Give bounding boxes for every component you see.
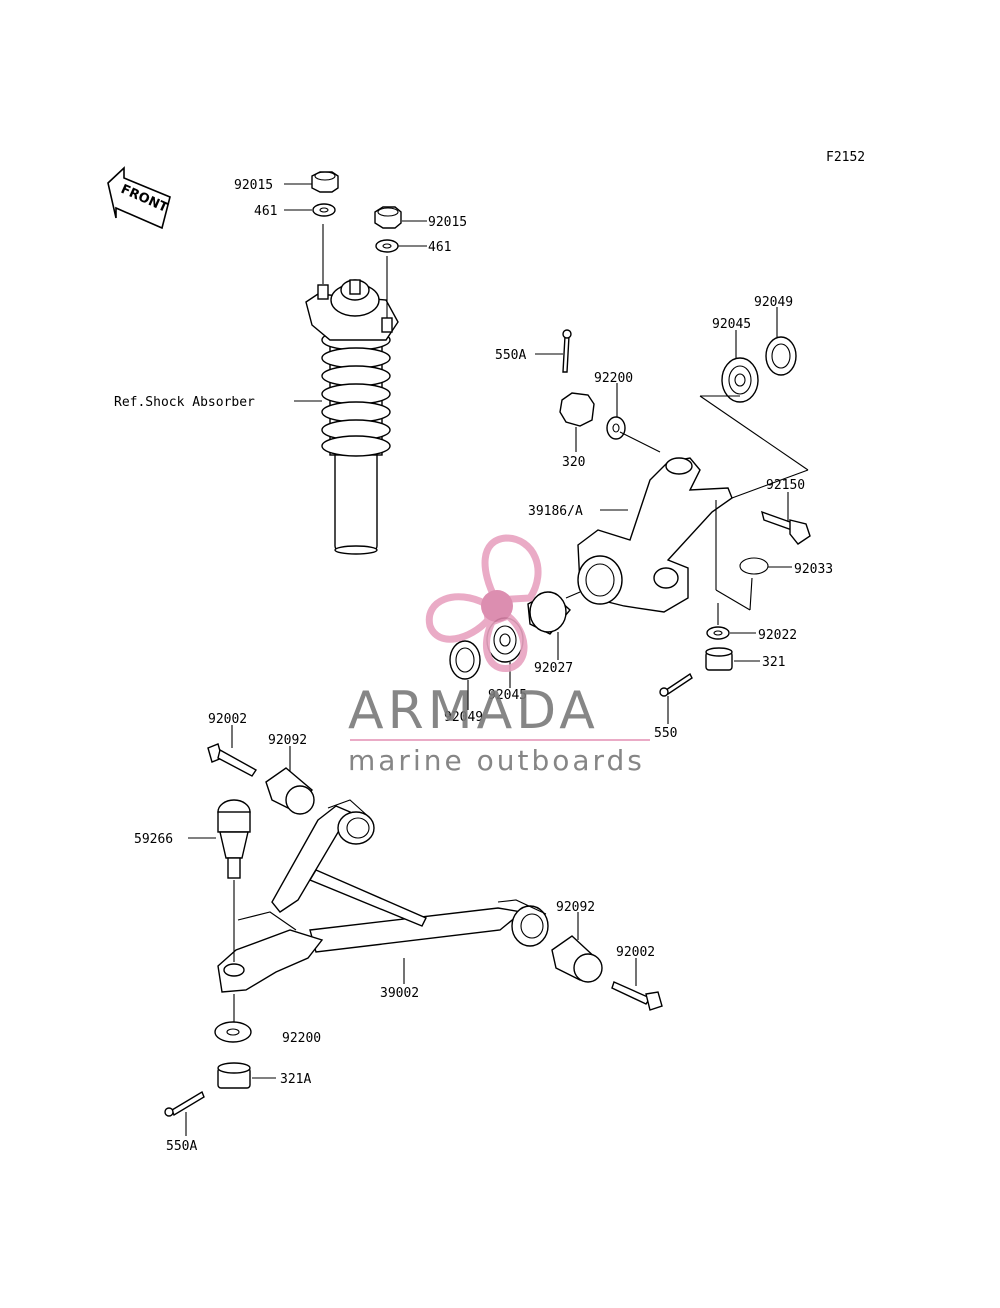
label-ball-joint: 59266 bbox=[134, 832, 173, 847]
washer-461-left bbox=[312, 203, 336, 217]
bolt-92150 bbox=[761, 510, 811, 545]
shock-absorber bbox=[305, 279, 399, 555]
bushing-92092-right bbox=[551, 935, 603, 983]
label-bushing-left: 92092 bbox=[268, 733, 307, 748]
label-nut-321A: 321A bbox=[280, 1072, 311, 1087]
label-nut-top-right: 92015 bbox=[428, 215, 467, 230]
label-nut-321: 321 bbox=[762, 655, 785, 670]
label-cotter-pin-550: 550 bbox=[654, 726, 677, 741]
label-washer-top-right: 461 bbox=[428, 240, 451, 255]
castle-nut-321A bbox=[217, 1062, 251, 1089]
label-cotter-pin-lower: 550A bbox=[166, 1139, 197, 1154]
cotter-pin-550A-upper bbox=[562, 329, 572, 373]
label-seal-lower: 92049 bbox=[444, 710, 483, 725]
label-bearing-lower: 92045 bbox=[488, 688, 527, 703]
label-bearing-upper: 92045 bbox=[712, 317, 751, 332]
label-nut-320: 320 bbox=[562, 455, 585, 470]
watermark-tagline: marine outboards bbox=[348, 744, 645, 777]
cotter-pin-550 bbox=[659, 672, 693, 697]
label-washer-top-left: 461 bbox=[254, 204, 277, 219]
label-washer-92022: 92022 bbox=[758, 628, 797, 643]
label-bolt-left: 92002 bbox=[208, 712, 247, 727]
label-bolt-right: 92002 bbox=[616, 945, 655, 960]
label-knuckle: 39186/A bbox=[528, 504, 583, 519]
castle-nut-321 bbox=[705, 647, 733, 671]
front-arrow-icon: FRONT bbox=[107, 166, 171, 230]
label-seal-upper: 92049 bbox=[754, 295, 793, 310]
seal-92049-upper bbox=[765, 336, 797, 376]
ball-joint-59266 bbox=[217, 799, 251, 879]
seal-92049-lower bbox=[449, 640, 481, 680]
bolt-92002-right bbox=[611, 981, 663, 1011]
bolt-92002-left bbox=[207, 743, 258, 777]
circlip-92033 bbox=[739, 557, 769, 575]
label-bolt-92150: 92150 bbox=[766, 478, 805, 493]
label-cotter-pin-upper: 550A bbox=[495, 348, 526, 363]
nut-92015-left bbox=[311, 171, 339, 193]
label-washer-92200-upper: 92200 bbox=[594, 371, 633, 386]
leader-lines bbox=[185, 183, 792, 1136]
washer-92200-upper bbox=[606, 416, 626, 440]
label-circlip: 92033 bbox=[794, 562, 833, 577]
washer-461-right bbox=[375, 239, 399, 253]
washer-92022 bbox=[706, 626, 730, 640]
label-arm: 39002 bbox=[380, 986, 419, 1001]
label-washer-92200-lower: 92200 bbox=[282, 1031, 321, 1046]
bushing-92092-left bbox=[265, 767, 315, 815]
steering-knuckle-39186 bbox=[577, 457, 733, 613]
label-nut-top-left: 92015 bbox=[234, 178, 273, 193]
diagram-code: F2152 bbox=[826, 150, 865, 165]
cotter-pin-550A-lower bbox=[164, 1090, 205, 1117]
washer-92200-lower bbox=[214, 1021, 252, 1043]
lower-arm-39002 bbox=[217, 799, 549, 993]
bearing-92045-upper bbox=[721, 357, 759, 403]
watermark-brand: ARMADA bbox=[348, 681, 599, 741]
spacer-92027 bbox=[527, 591, 571, 635]
propeller-logo-icon bbox=[425, 534, 542, 672]
nut-92015-right bbox=[374, 206, 402, 229]
label-bushing-right: 92092 bbox=[556, 900, 595, 915]
armada-watermark: ARMADA marine outboards bbox=[348, 534, 650, 777]
label-spacer: 92027 bbox=[534, 661, 573, 676]
label-shock-ref: Ref.Shock Absorber bbox=[114, 395, 255, 410]
castle-nut-320 bbox=[559, 392, 595, 427]
